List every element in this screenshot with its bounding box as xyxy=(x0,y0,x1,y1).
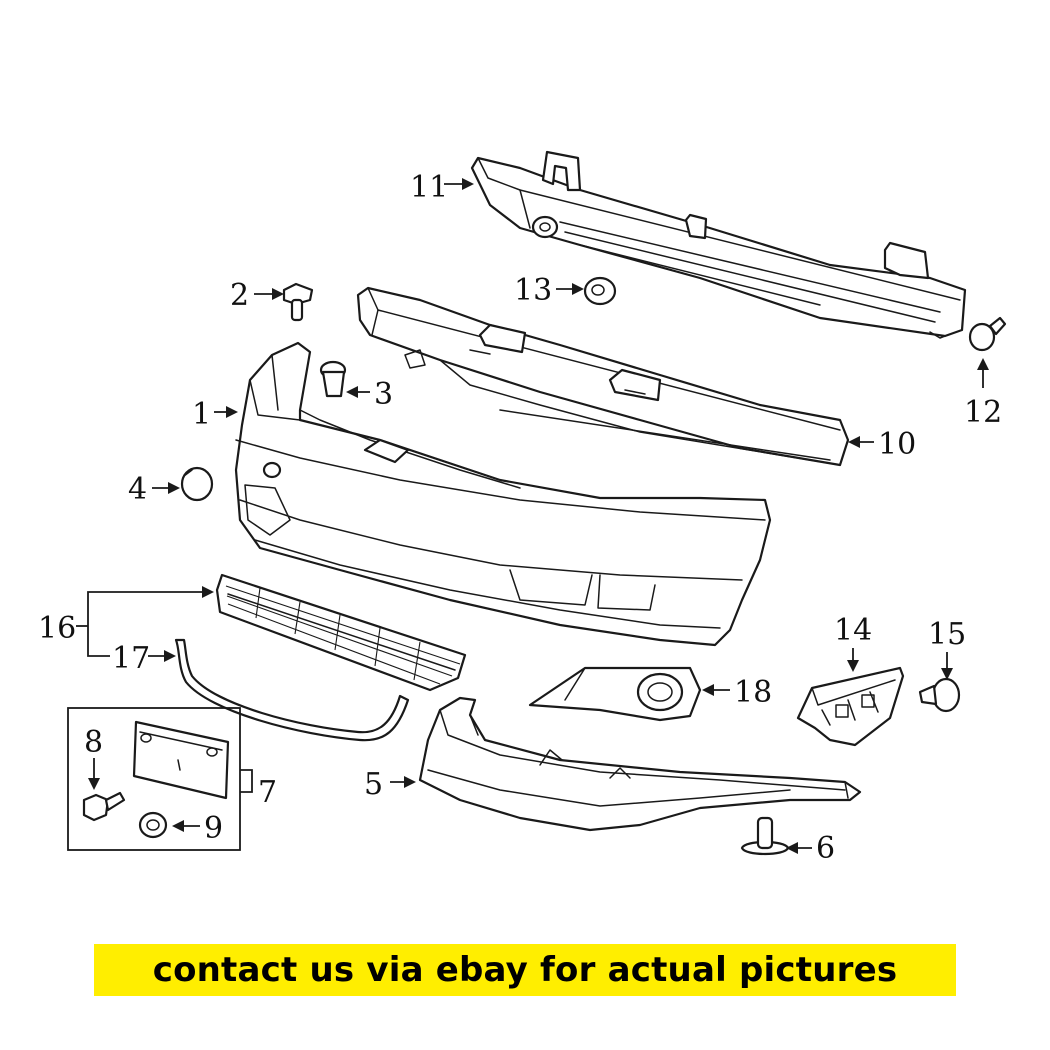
part-14-bracket xyxy=(796,666,905,747)
callout-14: 14 xyxy=(834,613,872,648)
part-16-lower-grille xyxy=(215,573,467,692)
part-12-bolt xyxy=(968,316,1007,352)
callout-9: 9 xyxy=(204,811,223,846)
part-15-clip xyxy=(918,677,961,713)
callout-8: 8 xyxy=(84,725,103,760)
callout-15: 15 xyxy=(928,617,966,652)
callout-1: 1 xyxy=(192,397,211,432)
banner-text: contact us via ebay for actual pictures xyxy=(152,950,898,990)
part-2-clip xyxy=(282,282,314,322)
callout-17: 17 xyxy=(112,641,150,676)
part-4-cap xyxy=(180,466,214,502)
leader-lines xyxy=(76,178,989,854)
part-18-fog-lamp-bezel xyxy=(528,666,702,722)
part-7-kit-box xyxy=(67,707,241,851)
part-13-washer xyxy=(583,276,617,306)
callout-10: 10 xyxy=(878,427,916,462)
callout-4: 4 xyxy=(128,472,147,507)
part-9-nut xyxy=(138,811,168,839)
callout-5: 5 xyxy=(364,767,383,802)
part-10-energy-absorber xyxy=(356,286,850,467)
callout-18: 18 xyxy=(734,675,772,710)
part-3-grommet xyxy=(319,360,347,398)
callout-7: 7 xyxy=(258,775,277,810)
part-5-lower-spoiler xyxy=(418,696,862,832)
part-6-push-pin xyxy=(740,816,790,856)
part-8-screw xyxy=(82,791,126,822)
callout-13: 13 xyxy=(514,273,552,308)
callout-12: 12 xyxy=(964,395,1002,430)
callout-6: 6 xyxy=(816,831,835,866)
callout-3: 3 xyxy=(374,377,393,412)
part-1-bumper-cover xyxy=(234,341,772,647)
contact-banner: contact us via ebay for actual pictures xyxy=(94,944,956,996)
part-11-reinforcement-bar xyxy=(470,150,967,339)
callout-11: 11 xyxy=(410,170,448,205)
part-17-molding-strip xyxy=(174,638,410,742)
callout-16: 16 xyxy=(38,611,76,646)
callout-2: 2 xyxy=(230,278,249,313)
callout-labels: 11 13 2 3 1 10 12 4 16 17 14 15 18 8 7 9… xyxy=(38,170,1002,866)
